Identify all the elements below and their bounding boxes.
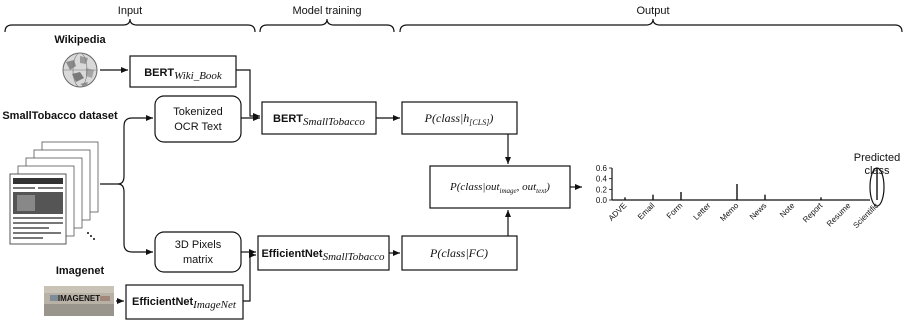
- pixels-matrix-line-1: 3D Pixels: [175, 239, 222, 251]
- efficientnet-imagenet-box: [125, 284, 244, 320]
- text-probability-label: P(class|h[CLS]): [424, 111, 494, 127]
- section-output: Output: [636, 5, 669, 17]
- fusion-probability-label: P(class|outimage, outtext): [449, 181, 550, 195]
- chart-x-tick-label: Letter: [692, 201, 713, 222]
- bert-wiki-label: BERTWiki_Book: [144, 67, 223, 82]
- bert-wiki-box: [129, 55, 237, 88]
- imagenet-label: Imagenet: [56, 265, 105, 277]
- chart-x-tick-label: News: [748, 201, 769, 222]
- smalltobacco-label: SmallTobacco dataset: [2, 110, 118, 122]
- arrow-efficientnet-imagenet-to-small: [243, 252, 256, 302]
- section-input: Input: [118, 5, 142, 17]
- arrow-docs-to-ocr: [117, 115, 153, 185]
- ocr-text-line-1: Tokenized: [173, 106, 223, 118]
- wikipedia-label: Wikipedia: [54, 34, 106, 46]
- brace-input: [4, 18, 256, 33]
- chart-x-tick-label: Note: [778, 201, 797, 220]
- chart-y-tick-label: 0.2: [596, 185, 608, 194]
- ocr-text-line-2: OCR Text: [174, 121, 221, 133]
- pixels-matrix-box: [154, 231, 242, 273]
- image-probability-box: [401, 235, 518, 271]
- pixels-matrix-line-2: matrix: [183, 254, 213, 266]
- efficientnet-imagenet-label: EfficientNetImageNet: [132, 296, 237, 311]
- brace-model-training: [259, 18, 395, 33]
- section-model-training: Model training: [292, 5, 361, 17]
- text-probability-box: [401, 101, 518, 135]
- chart-x-tick-label: Resume: [825, 201, 853, 229]
- chart-x-tick-label: Email: [636, 201, 657, 222]
- document-stack-icon: [9, 141, 99, 245]
- efficientnet-smalltobacco-label: EfficientNetSmallTobacco: [261, 248, 385, 263]
- chart-x-tick-label: Memo: [718, 201, 740, 223]
- arrow-docs-to-pixels: [117, 183, 153, 255]
- image-probability-label: P(class|FC): [429, 246, 488, 260]
- wikipedia-globe-icon: [62, 52, 98, 88]
- predicted-class-line-1: Predicted: [854, 152, 900, 164]
- chart-x-tick-label: Form: [665, 201, 685, 221]
- chart-x-tick-label: ADVE: [607, 201, 629, 223]
- chart-y-tick-label: 0.4: [596, 175, 608, 184]
- chart-x-tick-label: Report: [801, 201, 825, 225]
- imagenet-thumbnail-icon: IMAGENET: [44, 286, 114, 316]
- predicted-class-line-2: class: [864, 165, 890, 177]
- predicted-class-ellipse: [869, 167, 885, 207]
- imagenet-banner-text: IMAGENET: [58, 294, 100, 303]
- brace-output: [399, 18, 903, 33]
- bert-smalltobacco-label: BERTSmallTobacco: [273, 113, 365, 128]
- chart-y-tick-label: 0.0: [596, 196, 608, 205]
- chart-y-tick-label: 0.6: [596, 164, 608, 173]
- ocr-text-box: [154, 95, 242, 143]
